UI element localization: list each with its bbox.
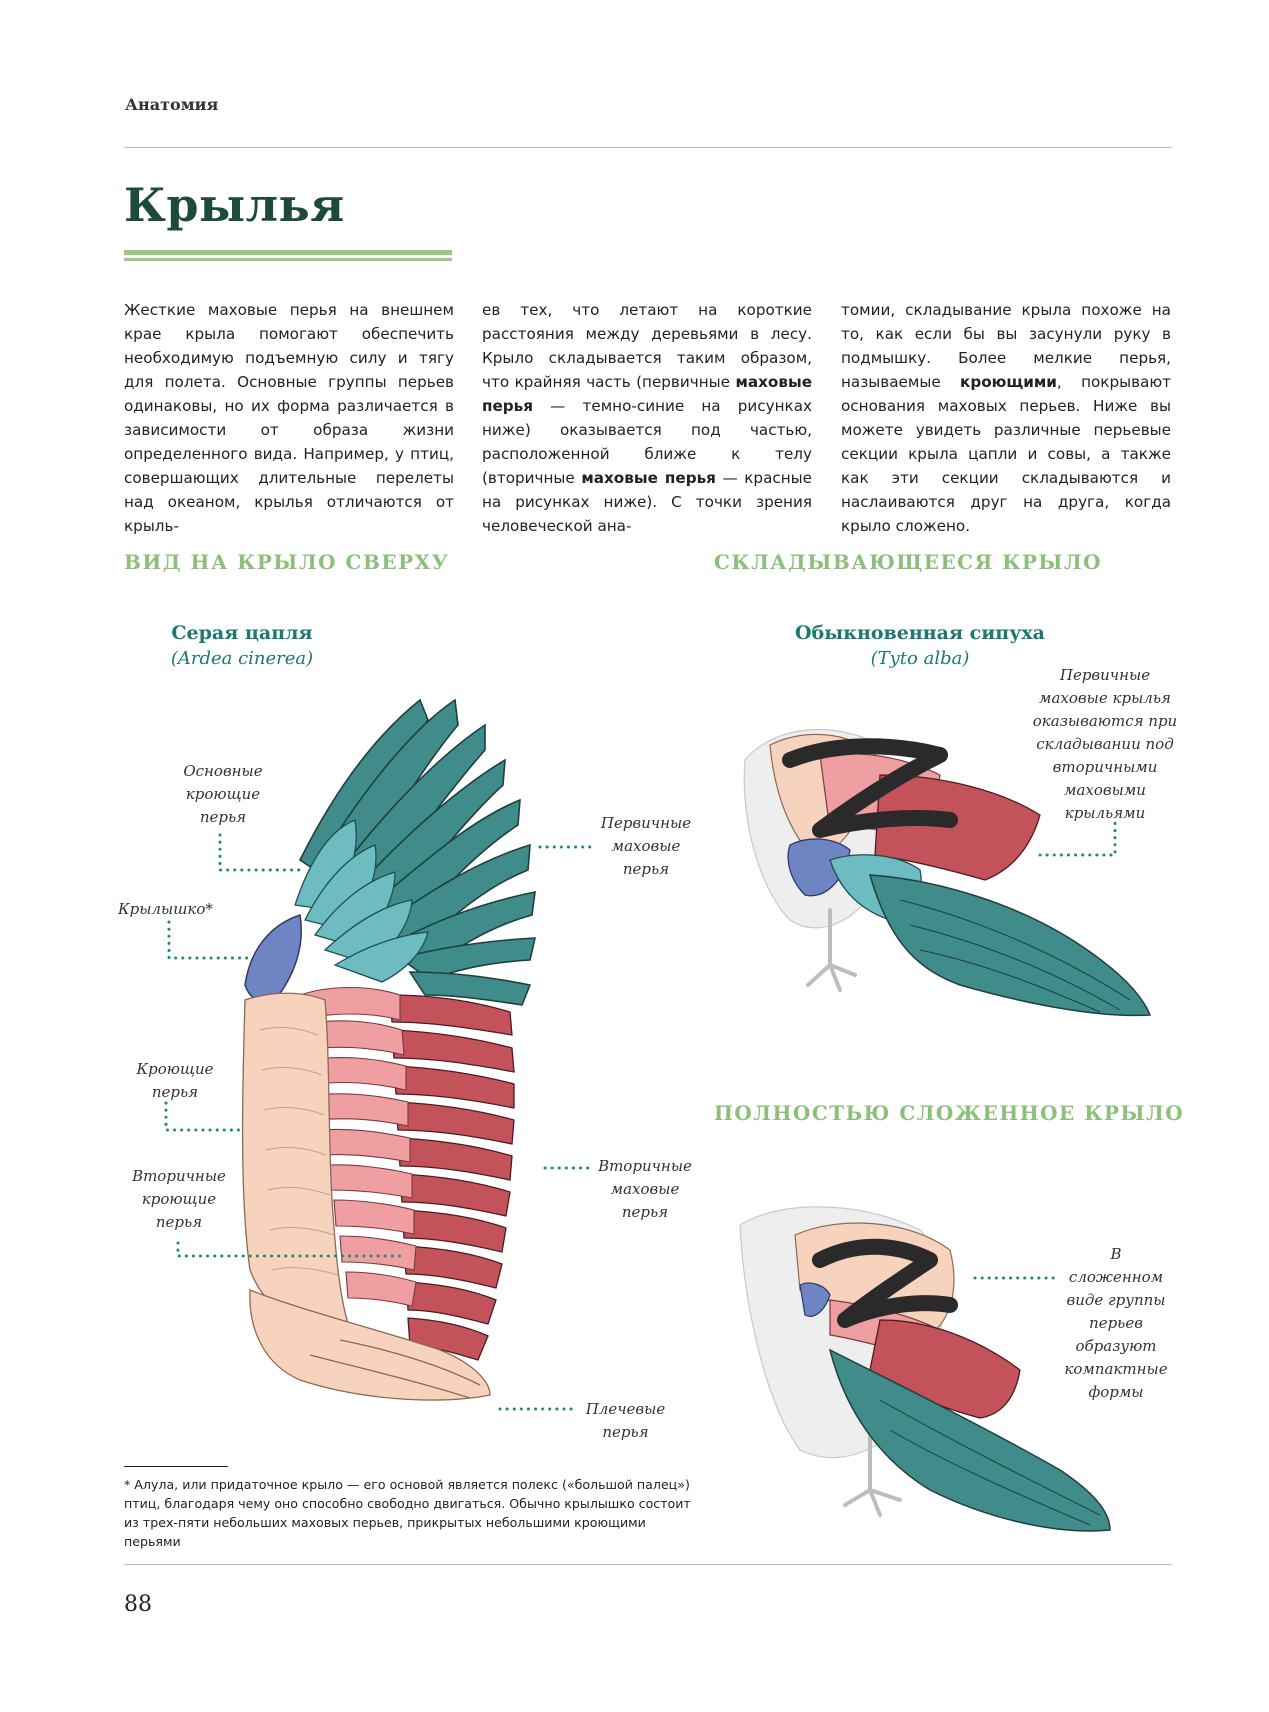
header-rule — [124, 147, 1172, 148]
body-paragraph: ев тех, что летают на короткие расстояни… — [482, 301, 812, 535]
label-main-coverts: Основные кроющие перья — [183, 762, 263, 826]
section-label: Анатомия — [125, 95, 219, 114]
owl-alula — [799, 1282, 831, 1317]
species-common-name: Серая цапля — [171, 622, 313, 644]
body-paragraph: томии, складывание крыла похоже на то, к… — [841, 301, 1172, 535]
label-scapulars: Плечевые перья — [585, 1400, 666, 1441]
page-number: 88 — [124, 1592, 152, 1617]
label-secondary-coverts: Вторичные кроющие перья — [132, 1167, 226, 1231]
leader-coverts — [164, 1101, 242, 1132]
body-column-2: ев тех, что летают на короткие расстояни… — [482, 298, 812, 538]
owl-leg — [843, 1428, 902, 1517]
label-coverts: Кроющие перья — [136, 1060, 214, 1101]
secondaries-group — [389, 994, 515, 1361]
owl-alula — [787, 838, 851, 897]
title-underline-thin — [124, 258, 452, 261]
leader-alula — [167, 920, 252, 960]
covert-feather — [333, 931, 429, 983]
coverts-area — [241, 992, 351, 1331]
species-latin-name: (Ardea cinerea) — [170, 648, 314, 669]
owl-folding-wing — [743, 729, 1152, 1017]
footer-rule — [124, 1564, 1172, 1565]
footnote: * Алула, или придаточное крыло — его осн… — [124, 1477, 691, 1549]
leader-folding-note — [1038, 818, 1117, 857]
species-heron: Серая цапля (Ardea cinerea) — [142, 622, 342, 669]
primary-feather — [398, 937, 537, 981]
body-paragraph: Жесткие маховые перья на внешнем крае кр… — [124, 301, 454, 535]
species-latin-name: (Tyto alba) — [870, 648, 970, 669]
footnote-rule — [124, 1466, 228, 1467]
label-primaries: Первичные маховые перья — [600, 814, 692, 878]
page-title: Крылья — [124, 178, 345, 232]
owl-leg — [806, 908, 857, 992]
secondary-coverts-group — [299, 987, 417, 1307]
leader-secondary-coverts — [176, 1241, 402, 1258]
owl-folded-wing — [739, 1206, 1111, 1532]
body-column-3: томии, складывание крыла похоже на то, к… — [841, 298, 1171, 538]
body-column-1: Жесткие маховые перья на внешнем крае кр… — [124, 298, 454, 538]
primary-feather — [408, 971, 532, 1006]
title-underline — [124, 250, 452, 255]
owl-primary-stroke — [782, 738, 958, 838]
heading-top-view: ВИД НА КРЫЛО СВЕРХУ — [124, 550, 450, 574]
alula-feathers — [244, 914, 302, 1003]
main-coverts-group — [294, 819, 429, 983]
heading-folded-wing: ПОЛНОСТЬЮ СЛОЖЕННОЕ КРЫЛО — [714, 1101, 1185, 1125]
heron-wing — [241, 698, 537, 1401]
note-folded: В сложенном виде группы перьев образуют … — [1064, 1245, 1168, 1401]
covert-feather-lines — [259, 1027, 339, 1276]
species-common-name: Обыкновенная сипуха — [794, 622, 1045, 644]
scapulars-group — [249, 1289, 491, 1401]
note-folding: Первичные маховые крылья оказываются при… — [1032, 666, 1178, 822]
label-alula: Крылышко* — [118, 900, 213, 918]
leader-lines — [164, 818, 1117, 1411]
owl-secondaries — [874, 774, 1041, 881]
owl-primary-stroke — [812, 1238, 958, 1328]
species-owl: Обыкновенная сипуха (Tyto alba) — [780, 622, 1060, 669]
owl-primaries — [828, 1348, 1111, 1532]
leader-main-coverts — [218, 833, 302, 872]
owl-primaries — [868, 874, 1152, 1017]
label-secondaries: Вторичные маховые перья — [598, 1157, 692, 1221]
heading-folding-wing: СКЛАДЫВАЮЩЕЕСЯ КРЫЛО — [714, 550, 1103, 574]
